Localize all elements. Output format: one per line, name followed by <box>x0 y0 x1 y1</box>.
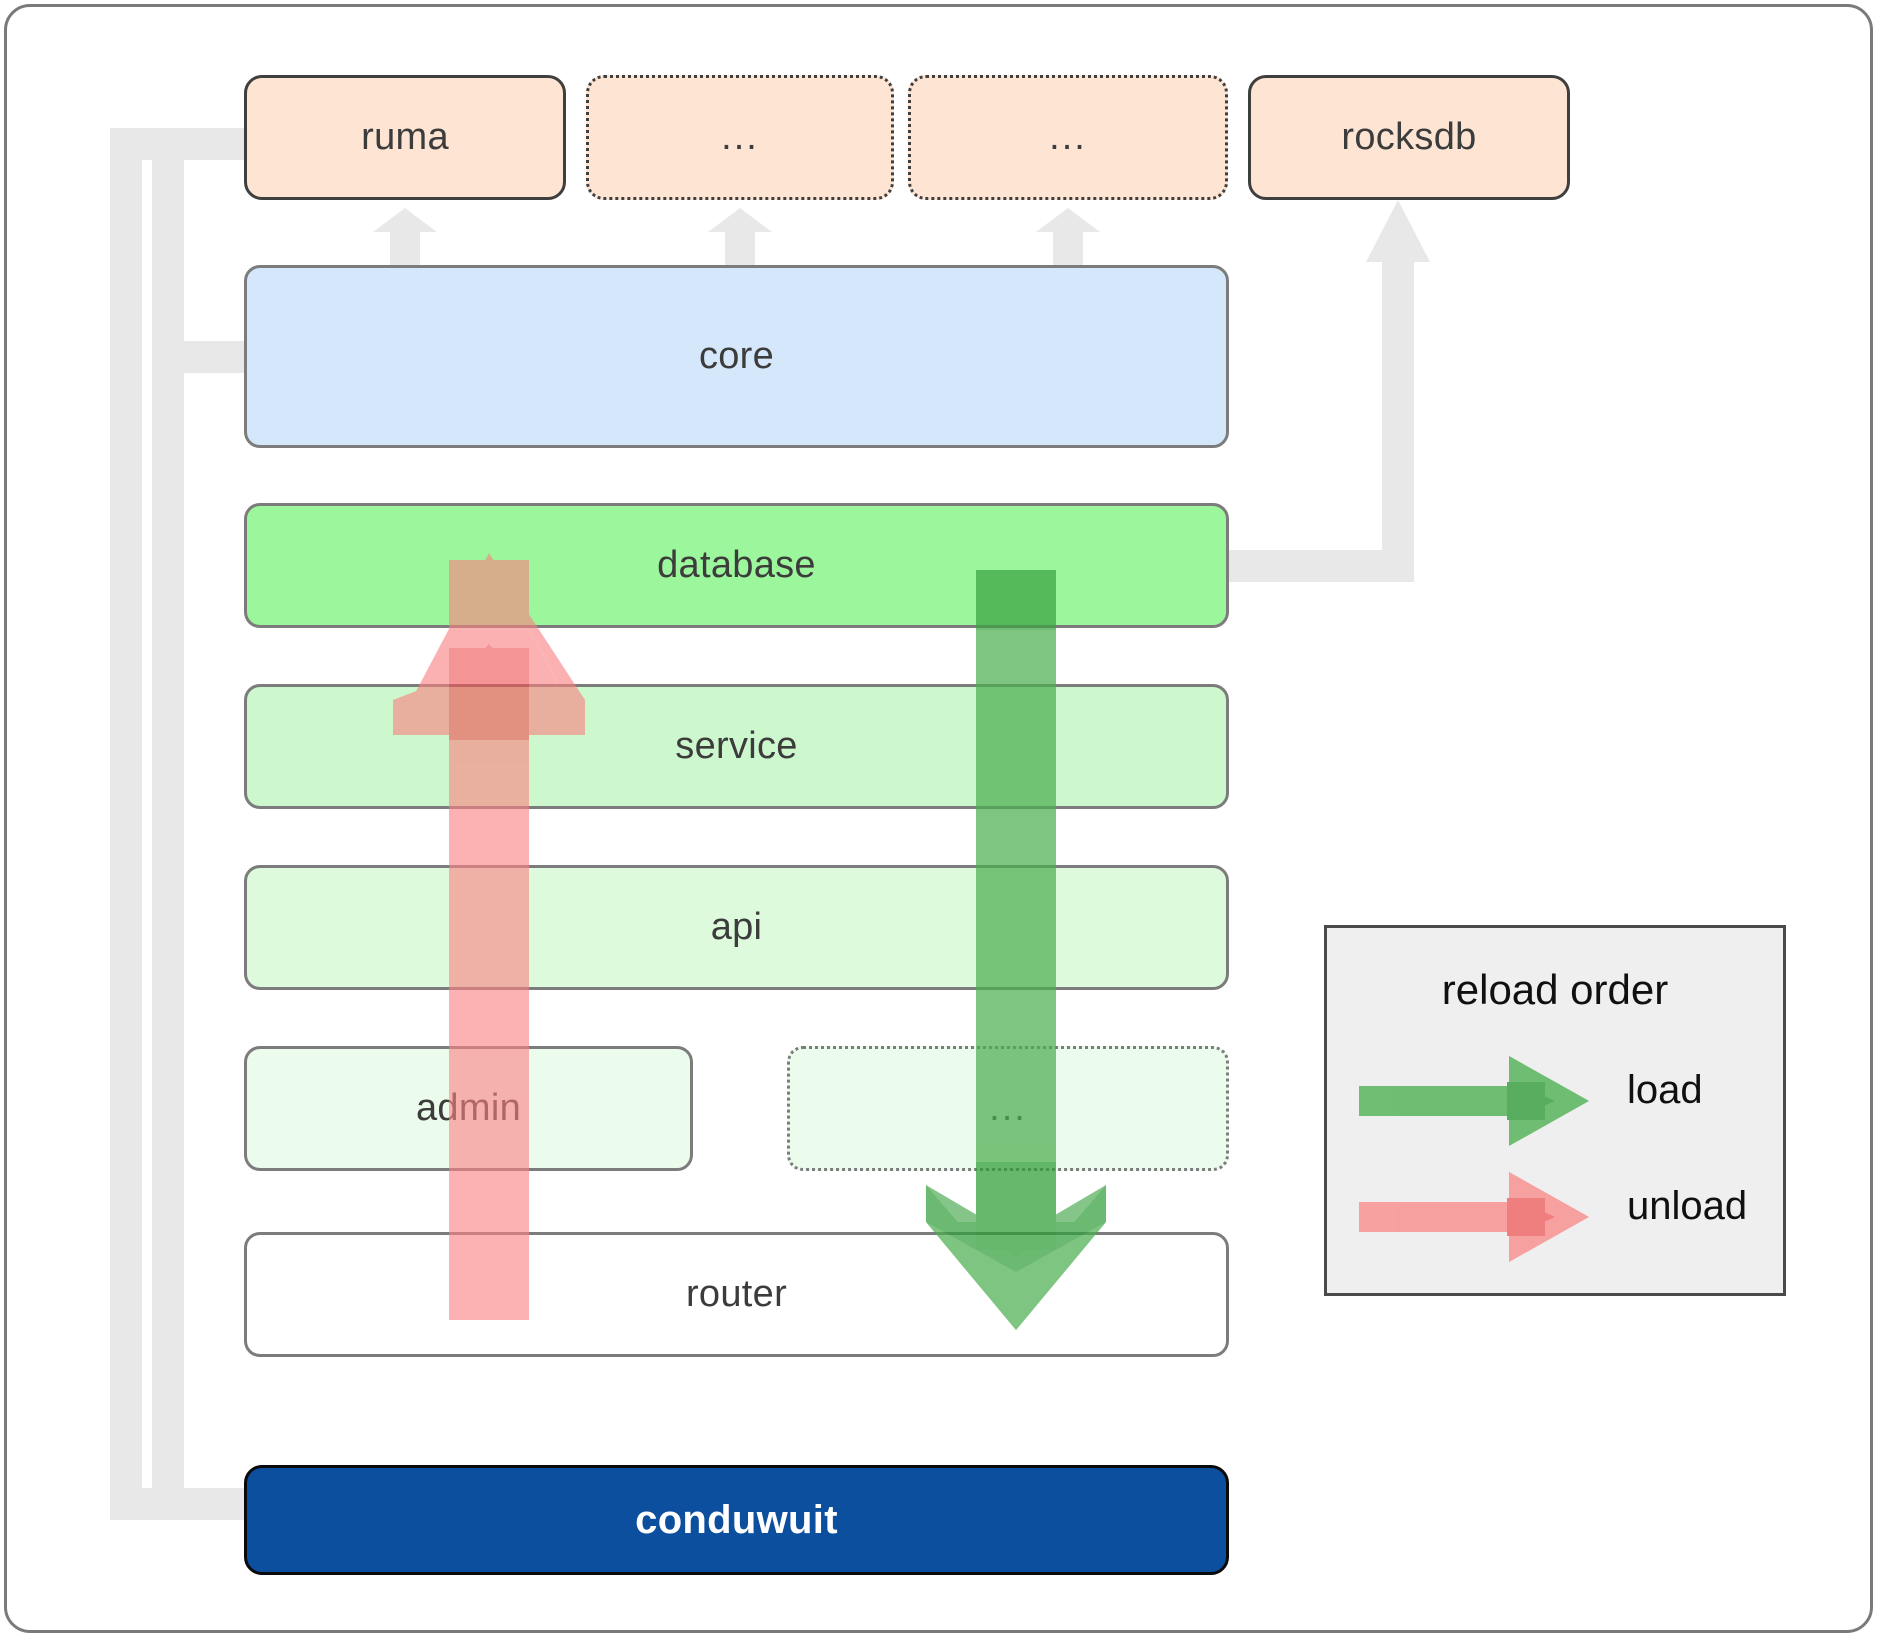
node-ruma[interactable]: ruma <box>244 75 566 200</box>
node-more-2-label: ... <box>1049 116 1087 159</box>
node-more-1[interactable]: ... <box>586 75 894 200</box>
node-admin-label: admin <box>416 1087 521 1129</box>
node-admin[interactable]: admin <box>244 1046 693 1171</box>
node-more-3[interactable]: ... <box>787 1046 1229 1171</box>
legend-load-arrow-icon <box>1359 1056 1619 1146</box>
node-database[interactable]: database <box>244 503 1229 628</box>
node-rocksdb-label: rocksdb <box>1341 116 1477 158</box>
node-service-label: service <box>675 725 798 767</box>
node-service[interactable]: service <box>244 684 1229 809</box>
node-core-label: core <box>698 335 775 377</box>
node-more-1-label: ... <box>721 116 759 159</box>
legend-load-label: load <box>1627 1068 1703 1112</box>
node-ruma-label: ruma <box>361 116 449 158</box>
node-conduwuit-label: conduwuit <box>635 1497 838 1542</box>
node-router-label: router <box>685 1273 788 1315</box>
node-conduwuit[interactable]: conduwuit <box>244 1465 1229 1575</box>
node-core[interactable]: core <box>244 265 1229 448</box>
legend-unload-label: unload <box>1627 1184 1748 1228</box>
node-rocksdb[interactable]: rocksdb <box>1248 75 1570 200</box>
node-database-label: database <box>657 544 816 586</box>
node-more-3-label: ... <box>989 1087 1027 1130</box>
node-more-2[interactable]: ... <box>908 75 1228 200</box>
node-api[interactable]: api <box>244 865 1229 990</box>
legend-item-load: load <box>1327 1056 1783 1146</box>
diagram-frame <box>4 4 1873 1633</box>
legend-unload-arrow-icon <box>1359 1172 1619 1262</box>
legend-panel: reload order load <box>1324 925 1786 1296</box>
legend-title: reload order <box>1441 966 1669 1013</box>
node-api-label: api <box>710 906 763 948</box>
legend-item-unload: unload <box>1327 1172 1783 1262</box>
node-router[interactable]: router <box>244 1232 1229 1357</box>
